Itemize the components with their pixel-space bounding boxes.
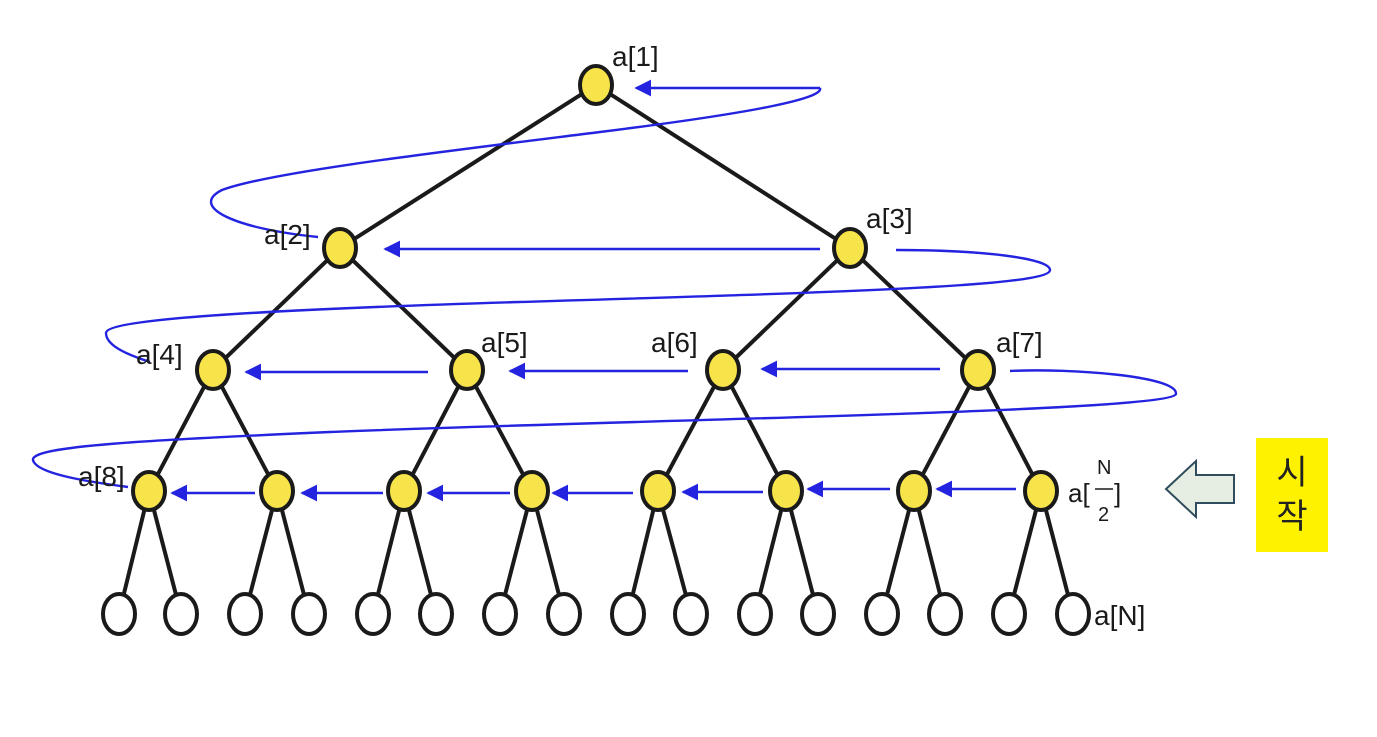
heap-node-3 [832,227,868,269]
tree-edge [211,246,342,372]
tree-edge [338,83,598,250]
heap-node-4 [195,349,231,391]
tree-nodes [101,64,1091,636]
leaf-node-17 [163,592,199,636]
heap-node-15 [1023,470,1059,512]
leaf-node-16 [101,592,137,636]
heap-node-6 [705,349,741,391]
label-a5: a[5] [481,327,528,358]
label-a-half-denominator: 2 [1098,504,1109,526]
leaf-node-22 [482,592,518,636]
heap-node-10 [386,470,422,512]
heap-node-2 [322,227,358,269]
leaf-node-24 [610,592,646,636]
start-label-char-1: 시 [1276,453,1308,493]
loop-a4-to-a3 [104,248,1052,364]
tree-edge [465,369,534,492]
tree-edge [721,369,788,492]
tree-edge [147,369,215,492]
label-a4: a[4] [136,339,183,370]
traversal-arrows [31,79,1178,502]
tree-edges [117,83,1075,615]
label-a-half-prefix: a[ [1068,478,1090,508]
heap-node-11 [514,470,550,512]
label-a1: a[1] [612,41,659,72]
tree-edge [211,369,279,492]
label-a8: a[8] [78,461,125,492]
label-a-half-n: a[ N 2 ] [1068,457,1121,526]
label-a3: a[3] [866,203,913,234]
leaf-node-19 [291,592,327,636]
heap-node-12 [640,470,676,512]
label-a7: a[7] [996,327,1043,358]
leaf-node-30 [991,592,1027,636]
leaf-node-25 [673,592,709,636]
tree-edge [338,246,469,372]
leaf-node-28 [864,592,900,636]
loop-a8-to-a7 [31,369,1178,489]
heap-node-13 [768,470,804,512]
heap-node-5 [449,349,485,391]
heap-node-14 [896,470,932,512]
label-a6: a[6] [651,327,698,358]
label-a2: a[2] [264,219,311,250]
heap-node-7 [960,349,996,391]
leaf-node-27 [800,592,836,636]
heap-node-9 [259,470,295,512]
tree-edge [402,369,469,492]
tree-edge [976,369,1043,492]
start-label-char-2: 작 [1276,497,1308,537]
leaf-node-26 [737,592,773,636]
node-labels: a[1] a[2] a[3] a[4] a[5] a[6] a[7] a[8] … [78,41,1145,631]
label-a-half-numerator: N [1097,457,1111,479]
leaf-node-21 [418,592,454,636]
leaf-node-20 [355,592,391,636]
start-label-box: 시 작 [1256,438,1328,552]
tree-edge [912,369,980,492]
leaf-node-18 [227,592,263,636]
leaf-node-31 [1055,592,1091,636]
leaf-node-23 [546,592,582,636]
label-a-half-suffix: ] [1114,478,1121,508]
leaf-node-29 [927,592,963,636]
heap-node-8 [131,470,167,512]
label-aN: a[N] [1094,600,1145,631]
tree-edge [656,369,725,492]
heap-node-1 [578,64,614,106]
tree-edge [721,246,852,372]
start-pointer-icon [1164,458,1235,520]
tree-edge [848,246,980,372]
loop-a2-to-a1 [209,87,822,239]
tree-edge [594,83,852,250]
